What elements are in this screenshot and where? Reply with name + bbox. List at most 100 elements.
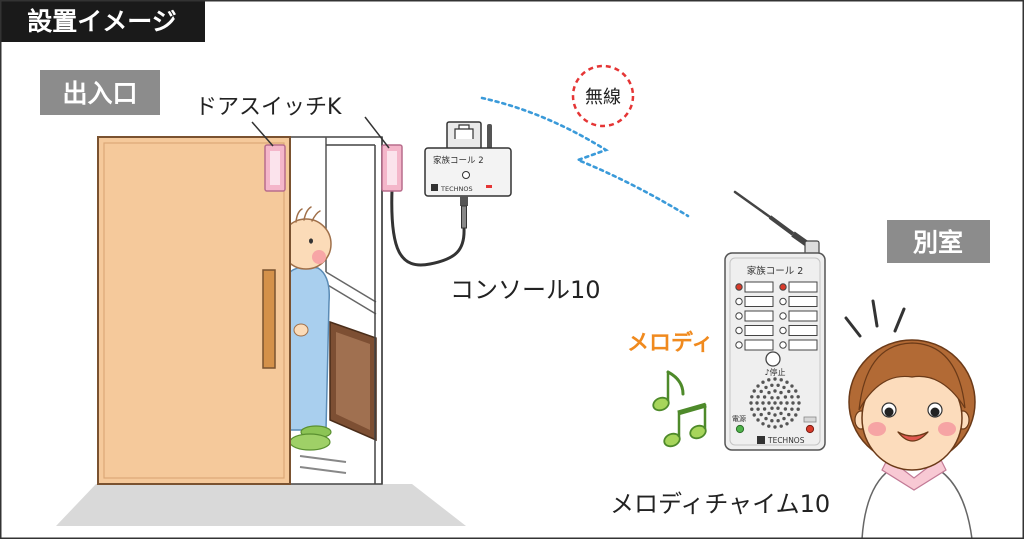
speaker-hole xyxy=(767,390,771,395)
name-label-slot xyxy=(744,281,774,293)
speaker-hole xyxy=(761,401,765,405)
name-label-slot xyxy=(788,339,818,351)
call-indicator-grid xyxy=(735,281,818,351)
speaker-hole xyxy=(750,395,754,399)
speaker-hole xyxy=(779,424,783,428)
indicator-led xyxy=(735,326,743,335)
person-hair xyxy=(295,206,321,223)
leader-line xyxy=(251,121,274,147)
room-edge-line xyxy=(325,283,377,315)
threshold-line xyxy=(299,455,347,463)
chime-face xyxy=(729,257,821,446)
speaker-hole xyxy=(787,389,791,394)
console-connector xyxy=(460,196,468,206)
speaker-hole xyxy=(779,390,783,395)
person-cheek xyxy=(312,250,326,264)
speaker-hole xyxy=(791,401,795,405)
woman-smile xyxy=(897,431,929,442)
woman-bangs xyxy=(858,342,966,411)
indicator-led xyxy=(779,312,787,320)
door-switch-icon xyxy=(264,144,286,192)
speaker-hole xyxy=(790,384,794,388)
chime-label: メロディチャイム10 xyxy=(610,490,830,518)
speaker-hole xyxy=(779,378,783,382)
speaker-hole xyxy=(776,406,780,410)
melody-label: メロディ xyxy=(627,330,713,356)
speaker-hole xyxy=(770,419,774,423)
status-led xyxy=(805,424,815,434)
speaker-hole xyxy=(762,395,767,399)
note-flag xyxy=(666,370,685,396)
name-label-slot xyxy=(788,296,818,307)
melody-chime-device: 家族コール 2 ♪停止 電源 TECHNOS xyxy=(724,190,826,451)
name-label-slot xyxy=(788,310,818,322)
person-eye xyxy=(309,238,313,244)
note-beam xyxy=(677,402,707,416)
other-room-label: 別室 xyxy=(887,220,990,263)
leader-line xyxy=(364,116,390,149)
speaker-hole xyxy=(750,407,754,411)
antenna-segment xyxy=(768,215,795,236)
console-logo-mark xyxy=(431,184,438,191)
console-device: 家族コール 2 TECHNOS xyxy=(424,121,512,229)
eighth-note xyxy=(652,370,685,412)
speaker-hole xyxy=(770,406,774,410)
speaker-hole xyxy=(773,425,777,429)
floor xyxy=(56,484,466,526)
indicator-led xyxy=(779,283,787,291)
antenna-segment xyxy=(733,190,772,219)
music-notes-icon xyxy=(652,370,707,448)
door-switch-icon xyxy=(381,144,403,192)
speaker-hole xyxy=(787,412,791,417)
speaker-grille-icon xyxy=(749,377,801,429)
speaker-hole xyxy=(756,418,760,422)
console-label: コンソール10 xyxy=(450,276,601,304)
console-indicator xyxy=(462,171,470,179)
stop-button xyxy=(765,351,781,367)
entrance-label-bg xyxy=(40,70,160,115)
speaker-hole xyxy=(783,407,788,411)
chime-model-label: 家族コール 2 xyxy=(747,265,804,277)
console-plug xyxy=(461,205,467,229)
speaker-hole xyxy=(761,422,765,426)
other-room-label-bg xyxy=(887,220,990,263)
note-head xyxy=(663,432,681,448)
entrance-label: 出入口 xyxy=(40,70,160,115)
door-slab xyxy=(97,136,291,485)
antenna-icon xyxy=(733,190,820,256)
stop-button-label: ♪停止 xyxy=(764,367,785,377)
speaker-hole xyxy=(782,416,786,421)
surprise-line xyxy=(871,299,879,328)
wireless-circle xyxy=(571,64,635,128)
woman-pupil xyxy=(884,407,894,417)
indicator-led xyxy=(735,341,743,349)
console-model-label: 家族コール 2 xyxy=(433,155,484,166)
speaker-hole xyxy=(752,389,756,393)
door-switch-face xyxy=(387,151,397,185)
speaker-hole xyxy=(756,395,760,399)
antenna-icon xyxy=(487,124,492,150)
note-head xyxy=(689,424,707,440)
person-at-door xyxy=(280,206,332,451)
speaker-hole xyxy=(794,413,798,417)
console-status-mark xyxy=(486,185,492,188)
speaker-hole xyxy=(761,380,765,384)
name-label-slot xyxy=(788,281,818,293)
header-tab-bg xyxy=(0,0,205,42)
speaker-hole xyxy=(767,411,771,416)
name-label-slot xyxy=(744,310,774,322)
indicator-led xyxy=(779,297,787,306)
wireless-signal-line xyxy=(480,96,690,218)
console-mount-slot xyxy=(454,124,474,139)
speaker-hole xyxy=(797,401,801,405)
speaker-hole xyxy=(794,389,798,393)
speaker-hole xyxy=(790,395,794,399)
speaker-hole xyxy=(749,401,753,405)
speaker-hole xyxy=(773,401,777,405)
speaker-hole xyxy=(790,407,794,411)
room-edge-line xyxy=(325,271,377,303)
wireless-badge: 無線 xyxy=(571,64,635,128)
power-label: 電源 xyxy=(732,414,746,423)
